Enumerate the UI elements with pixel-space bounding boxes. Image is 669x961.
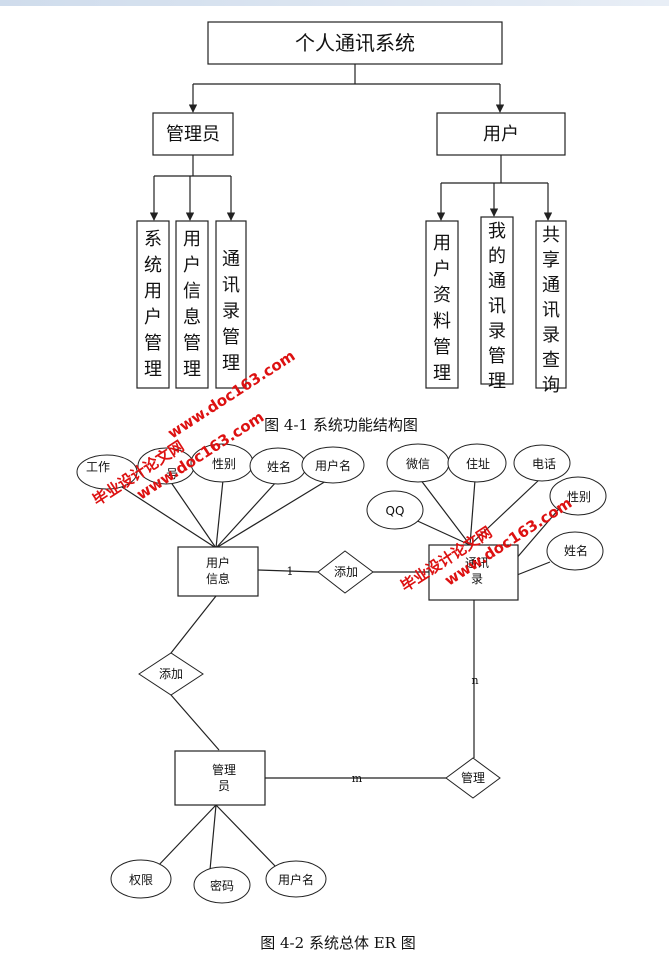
admin-module-0: 系统用户管理 (144, 229, 162, 380)
attribute-label: 权限 (129, 873, 153, 887)
connector (167, 477, 217, 549)
admin-module-2: 通讯录管理 (222, 249, 240, 374)
attribute-ellipse (447, 443, 507, 483)
relationship-manage-diamond (445, 757, 501, 799)
user-module-box (425, 220, 459, 389)
relationship-manage-label: 管理 (461, 770, 485, 785)
connector (215, 477, 332, 549)
attribute-label: 性别 (567, 490, 591, 504)
structure-diagram: 个人通讯系统 管理员 用户 系统用户管理 用户信息管理 通讯录管理 用户资料管理… (136, 21, 567, 434)
attribute-label: 密码 (210, 878, 234, 893)
user-module-0: 用户资料管理 (433, 233, 451, 384)
root-label: 个人通讯系统 (295, 31, 415, 55)
attribute-ellipse (76, 454, 138, 490)
attribute-ellipse (193, 866, 251, 904)
attribute-label: 住址 (466, 457, 490, 471)
admin-module-box (136, 220, 170, 389)
connector (516, 561, 551, 576)
attribute-ellipse (549, 476, 607, 516)
cardinality-n: n (471, 674, 478, 687)
connector (419, 478, 471, 546)
attribute-label: 性别 (212, 457, 236, 471)
entity-contacts (428, 544, 519, 601)
figure-caption-1: 图 4-1 系统功能结构图 (264, 416, 418, 434)
connector (215, 804, 278, 869)
attribute-label: 工作 (86, 460, 110, 474)
attribute-label: 用户名 (278, 872, 314, 887)
connector (170, 694, 220, 751)
connector (215, 480, 278, 549)
entity-contacts-label: 通讯录 (465, 556, 489, 586)
entity-user-info (177, 546, 259, 597)
attribute-label: 号 (166, 467, 178, 481)
attribute-ellipse (513, 444, 571, 482)
connector (215, 479, 224, 549)
attribute-ellipse (301, 446, 365, 484)
relationship-add-label: 添加 (334, 565, 358, 579)
admin-module-box (215, 220, 247, 389)
admin-module-1: 用户信息管理 (183, 229, 201, 380)
attribute-label: 用户名 (315, 458, 351, 473)
connector (170, 595, 217, 654)
cardinality-m: m (352, 772, 363, 785)
entity-admin-label: 管理员 (212, 762, 236, 793)
relationship-add-diamond (317, 550, 374, 594)
admin-module-box (175, 220, 209, 389)
connector (257, 569, 319, 573)
admin-label: 管理员 (166, 124, 220, 145)
attribute-label: 姓名 (564, 543, 588, 558)
connector (209, 804, 217, 871)
er-diagram: 用户信息 通讯录 管理员 添加 添加 管理 1 n m 工作 号 性别 姓名 用… (76, 443, 607, 952)
connector (469, 478, 541, 546)
attribute-label: 姓名 (267, 459, 291, 474)
top-bar (0, 0, 669, 6)
cardinality-1: 1 (287, 565, 294, 578)
attribute-ellipse (546, 531, 604, 571)
relationship-add-label: 添加 (159, 667, 183, 681)
attribute-ellipse (110, 859, 172, 899)
attribute-ellipse (265, 860, 327, 898)
user-module-2: 共享通讯录查询 (542, 225, 560, 396)
user-module-box (480, 216, 514, 385)
attribute-ellipse (366, 490, 424, 530)
connector (514, 509, 559, 561)
user-module-1: 我的通讯录管理 (488, 221, 506, 392)
connector (107, 477, 217, 549)
relationship-add-diamond (138, 652, 204, 696)
connector (155, 804, 217, 869)
attribute-label: 电话 (532, 457, 556, 471)
user-label: 用户 (483, 124, 519, 145)
user-box (436, 112, 566, 156)
user-module-box (535, 220, 567, 389)
figure-caption-2: 图 4-2 系统总体 ER 图 (260, 934, 415, 952)
entity-user-info-label: 用户信息 (206, 555, 230, 586)
attribute-label: QQ (386, 504, 405, 518)
attribute-label: 微信 (406, 457, 430, 471)
entity-admin (174, 750, 266, 806)
connector (469, 479, 476, 546)
